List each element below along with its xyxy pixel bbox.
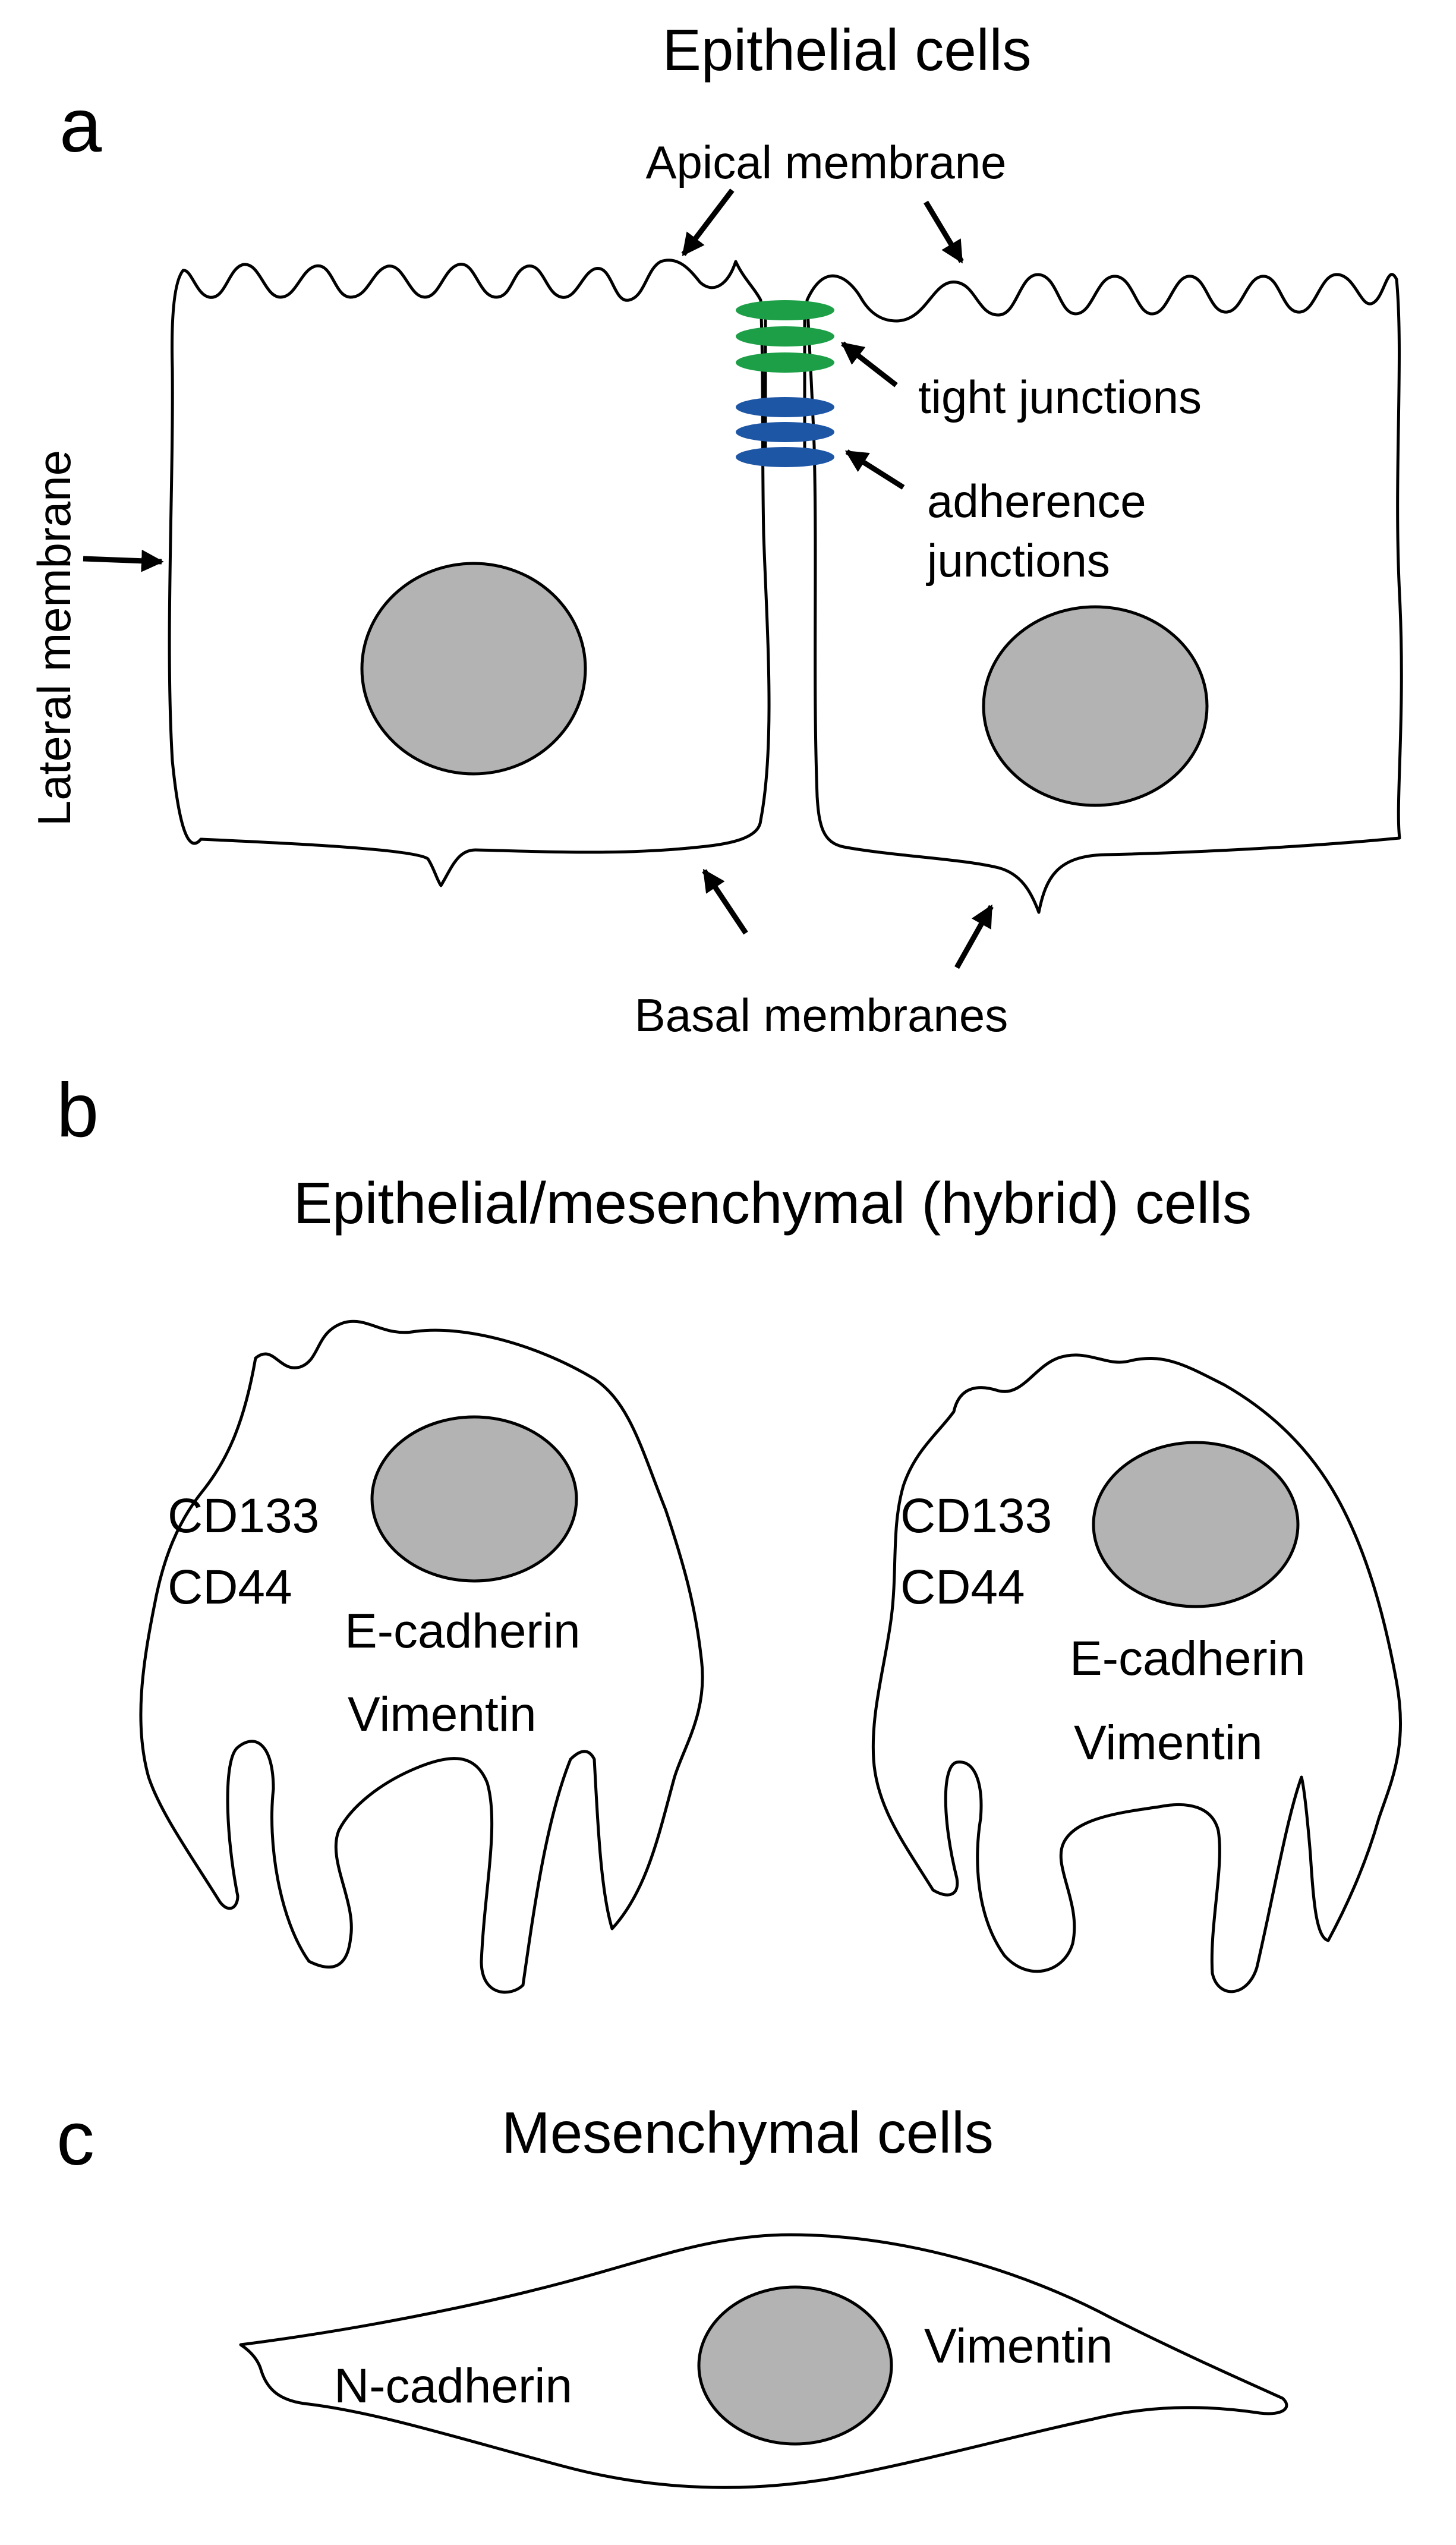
- marker-cd133: CD133: [168, 1489, 319, 1543]
- label-adherence-line1: adherence: [927, 475, 1146, 527]
- label-basal-membranes: Basal membranes: [635, 989, 1009, 1041]
- panel-c: c Mesenchymal cells N-cadherin Vimentin: [56, 2096, 1288, 2489]
- label-apical-membrane: Apical membrane: [646, 136, 1007, 188]
- junctional-complex: [736, 300, 834, 467]
- arrow-tight-junctions: [841, 341, 898, 388]
- marker-e-cadherin: E-cadherin: [345, 1604, 581, 1658]
- marker-vimentin: Vimentin: [924, 2319, 1113, 2373]
- panel-a: a Epithelial cells Apical membrane: [28, 17, 1403, 1041]
- hybrid-cell-right: CD133 CD44 E-cadherin Vimentin: [871, 1353, 1403, 1993]
- marker-vimentin: Vimentin: [348, 1687, 537, 1741]
- tight-junction-disc: [736, 300, 834, 320]
- arrow-apical-membrane-left: [681, 188, 735, 257]
- panel-a-title: Epithelial cells: [663, 17, 1032, 83]
- hybrid-cell-left: CD133 CD44 E-cadherin Vimentin: [139, 1319, 704, 1994]
- adherence-junction-disc: [736, 422, 834, 442]
- nucleus-left-epithelial: [360, 562, 587, 776]
- nucleus-hybrid-right: [1092, 1441, 1300, 1608]
- panel-b: b Epithelial/mesenchymal (hybrid) cells …: [56, 1068, 1403, 1994]
- nucleus-hybrid-left: [370, 1415, 578, 1583]
- marker-cd133: CD133: [900, 1489, 1052, 1543]
- panel-c-title: Mesenchymal cells: [502, 2100, 994, 2165]
- tight-junction-disc: [736, 326, 834, 347]
- marker-e-cadherin: E-cadherin: [1070, 1631, 1306, 1686]
- arrow-apical-membrane-right: [924, 200, 964, 264]
- mesenchymal-cell: N-cadherin Vimentin: [239, 2233, 1288, 2489]
- label-adherence-line2: junctions: [926, 534, 1110, 587]
- adherence-junctions: [736, 397, 834, 467]
- panel-b-title: Epithelial/mesenchymal (hybrid) cells: [294, 1170, 1252, 1236]
- adherence-junction-disc: [736, 447, 834, 467]
- arrow-lateral-membrane: [83, 549, 164, 572]
- label-tight-junctions: tight junctions: [918, 371, 1202, 423]
- marker-vimentin: Vimentin: [1074, 1716, 1263, 1770]
- tight-junctions: [736, 300, 834, 373]
- epithelial-cell-right: [805, 273, 1403, 914]
- adherence-junction-disc: [736, 397, 834, 417]
- nucleus-mesenchymal: [697, 2285, 893, 2446]
- arrow-basal-membrane-right: [954, 904, 994, 969]
- panel-a-letter: a: [59, 83, 102, 168]
- arrow-adherence-junctions: [844, 449, 905, 490]
- panel-c-letter: c: [56, 2096, 94, 2181]
- tight-junction-disc: [736, 352, 834, 373]
- marker-n-cadherin: N-cadherin: [334, 2359, 572, 2413]
- marker-cd44: CD44: [168, 1560, 292, 1614]
- panel-b-letter: b: [56, 1068, 99, 1153]
- nucleus-right-epithelial: [982, 605, 1209, 807]
- label-lateral-membrane: Lateral membrane: [28, 450, 80, 826]
- marker-cd44: CD44: [900, 1560, 1025, 1614]
- arrow-basal-membrane-left: [702, 868, 748, 935]
